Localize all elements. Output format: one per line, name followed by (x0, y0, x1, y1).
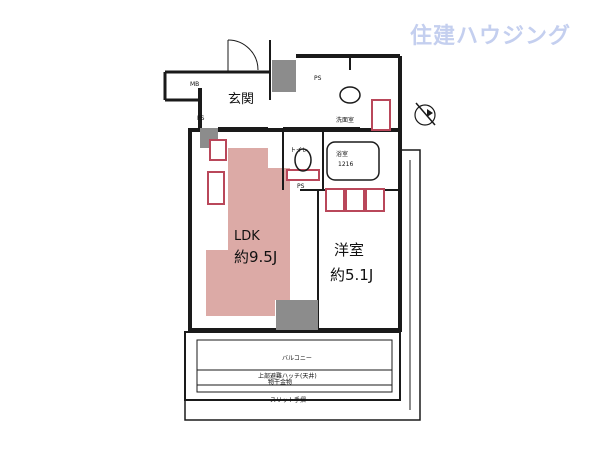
ldk-area-label: 約9.5J (234, 248, 277, 266)
north-arrow-icon (414, 102, 436, 126)
entrance-label: 玄関 (228, 92, 254, 107)
balcony-note-drying: 物干金物 (268, 378, 292, 386)
ps-top-label: PS (314, 75, 322, 82)
western-room-label: 洋室 (334, 241, 364, 259)
pipe-shaft-bottom (276, 300, 318, 330)
mb-label: MB (190, 81, 199, 88)
western-room-area-label: 約5.1J (330, 266, 373, 284)
walls (163, 40, 421, 421)
bathroom-size-label: 1216 (338, 161, 353, 168)
washroom-label: 洗面室 (336, 116, 354, 124)
closets (207, 99, 391, 212)
ps-toilet-label: PS (297, 183, 305, 190)
bathtub (326, 141, 380, 181)
balcony-note-rail: スリット手摺 (270, 396, 306, 404)
balcony-note-hatch: 上部避難ハッチ(天井) (258, 372, 317, 380)
ldk-floor (206, 148, 290, 316)
toilet-label: トイレ (290, 147, 308, 154)
toilet-fixture (294, 148, 312, 172)
entrance-door-swing (227, 39, 259, 71)
ldk-label: LDK (234, 229, 260, 244)
bathroom-label: 浴室 (336, 150, 348, 158)
pipe-shaft-top (272, 60, 296, 92)
balcony-label: バルコニー (282, 355, 312, 362)
ps-left-label: PS (197, 115, 205, 122)
brand-logo: 住建ハウジング (410, 24, 572, 49)
washbasin (339, 86, 361, 104)
